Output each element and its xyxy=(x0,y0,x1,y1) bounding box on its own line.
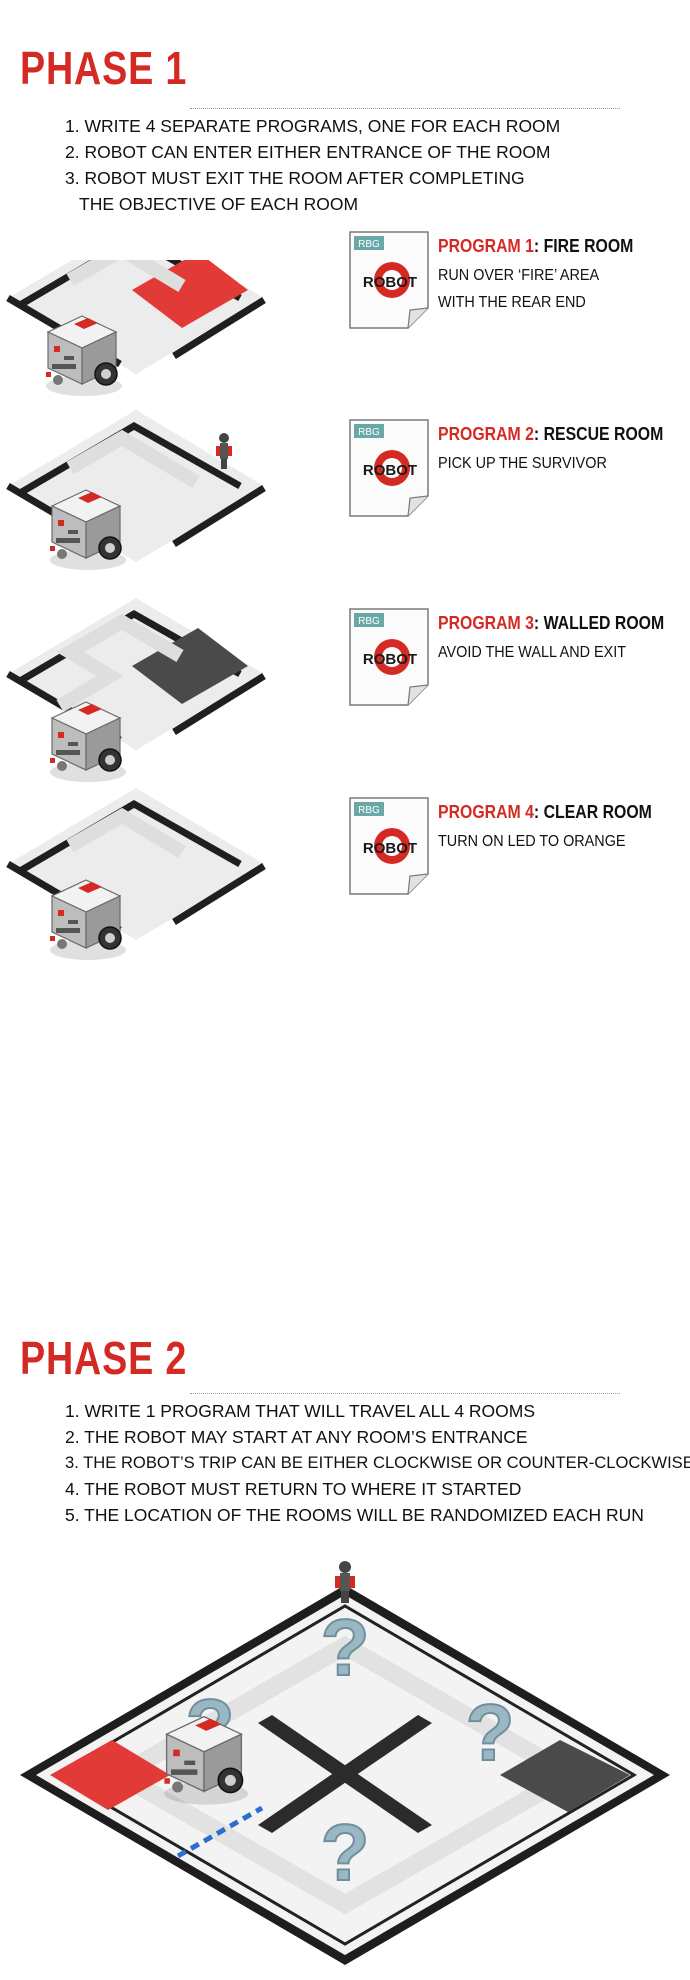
program-2-title: PROGRAM 2: RESCUE ROOM xyxy=(438,424,663,445)
phase-2-rules: 1. WRITE 1 PROGRAM THAT WILL TRAVEL ALL … xyxy=(65,1398,690,1528)
phase-1-rule-3-continuation: THE OBJECTIVE OF EACH ROOM xyxy=(79,194,359,214)
program-3-name: PROGRAM 3 xyxy=(438,613,534,633)
question-mark-top: ? xyxy=(321,1603,370,1692)
program-3-title: PROGRAM 3: WALLED ROOM xyxy=(438,613,664,634)
program-4-description: TURN ON LED TO ORANGE xyxy=(438,833,626,850)
phase-2-rule-5: 5. THE LOCATION OF THE ROOMS WILL BE RAN… xyxy=(65,1505,644,1525)
phase-2-rule-4: 4. THE ROBOT MUST RETURN TO WHERE IT STA… xyxy=(65,1479,522,1499)
program-1-card: RBG ROBOT xyxy=(346,230,434,332)
wall-block xyxy=(500,1740,630,1812)
walled-room-illustration xyxy=(6,598,266,783)
phase-2-rule-3: 3. THE ROBOT’S TRIP CAN BE EITHER CLOCKW… xyxy=(65,1453,690,1472)
room-illustrations xyxy=(6,260,266,961)
phase-1-rule-1: 1. WRITE 4 SEPARATE PROGRAMS, ONE FOR EA… xyxy=(65,116,561,136)
program-4-title: PROGRAM 4: CLEAR ROOM xyxy=(438,802,652,823)
phase-2-rule-2: 2. THE ROBOT MAY START AT ANY ROOM’S ENT… xyxy=(65,1427,528,1447)
program-2-card: RBG ROBOT xyxy=(346,418,434,520)
question-mark-right: ? xyxy=(466,1688,515,1777)
start-line xyxy=(176,1805,264,1859)
phase-1-title: PHASE 1 xyxy=(20,42,188,94)
fire-room-illustration xyxy=(6,260,266,397)
program-3-card-logo: ROBOT xyxy=(363,651,417,668)
program-1-name: PROGRAM 1 xyxy=(438,236,534,256)
phase-1-rule-3-text: 3. ROBOT MUST EXIT THE ROOM AFTER COMPLE… xyxy=(65,168,525,188)
phase-1-rule-2: 2. ROBOT CAN ENTER EITHER ENTRANCE OF TH… xyxy=(65,142,551,162)
program-3-room: : WALLED ROOM xyxy=(533,613,665,633)
program-1-card-badge: RBG xyxy=(358,239,380,250)
program-3-description: AVOID THE WALL AND EXIT xyxy=(438,644,627,661)
program-2-name: PROGRAM 2 xyxy=(438,424,534,444)
program-4-room: : CLEAR ROOM xyxy=(533,802,652,822)
phase-2-title: PHASE 2 xyxy=(20,1332,188,1384)
phase-2-divider xyxy=(190,1393,620,1394)
program-1-room: : FIRE ROOM xyxy=(533,236,634,256)
program-4-card: RBG ROBOT xyxy=(346,796,434,898)
program-4-card-badge: RBG xyxy=(358,805,380,816)
question-mark-bottom: ? xyxy=(321,1808,370,1897)
program-3-card: RBG ROBOT xyxy=(346,607,434,709)
full-course-illustration: ? ? ? ? xyxy=(20,1561,670,1965)
fire-zone xyxy=(50,1740,170,1810)
program-2-card-badge: RBG xyxy=(358,427,380,438)
phase-2-rule-1: 1. WRITE 1 PROGRAM THAT WILL TRAVEL ALL … xyxy=(65,1401,536,1421)
program-1-title: PROGRAM 1: FIRE ROOM xyxy=(438,236,633,257)
program-1-card-logo: ROBOT xyxy=(363,274,417,291)
program-4-name: PROGRAM 4 xyxy=(438,802,534,822)
rescue-room-illustration xyxy=(6,410,266,571)
program-4-card-logo: ROBOT xyxy=(363,840,417,857)
program-2-card-logo: ROBOT xyxy=(363,462,417,479)
phase-1-rules: 1. WRITE 4 SEPARATE PROGRAMS, ONE FOR EA… xyxy=(65,113,560,217)
phase-1-divider xyxy=(190,108,620,109)
survivor-figure xyxy=(216,433,232,469)
program-2-description: PICK UP THE SURVIVOR xyxy=(438,455,607,472)
phase-1-rule-3: 3. ROBOT MUST EXIT THE ROOM AFTER COMPLE… xyxy=(65,165,560,217)
program-3-card-badge: RBG xyxy=(358,616,380,627)
program-1-description: RUN OVER ‘FIRE’ AREA WITH THE REAR END xyxy=(438,267,599,311)
program-2-room: : RESCUE ROOM xyxy=(533,424,664,444)
clear-room-illustration xyxy=(6,788,266,961)
survivor-figure-top xyxy=(335,1561,355,1603)
